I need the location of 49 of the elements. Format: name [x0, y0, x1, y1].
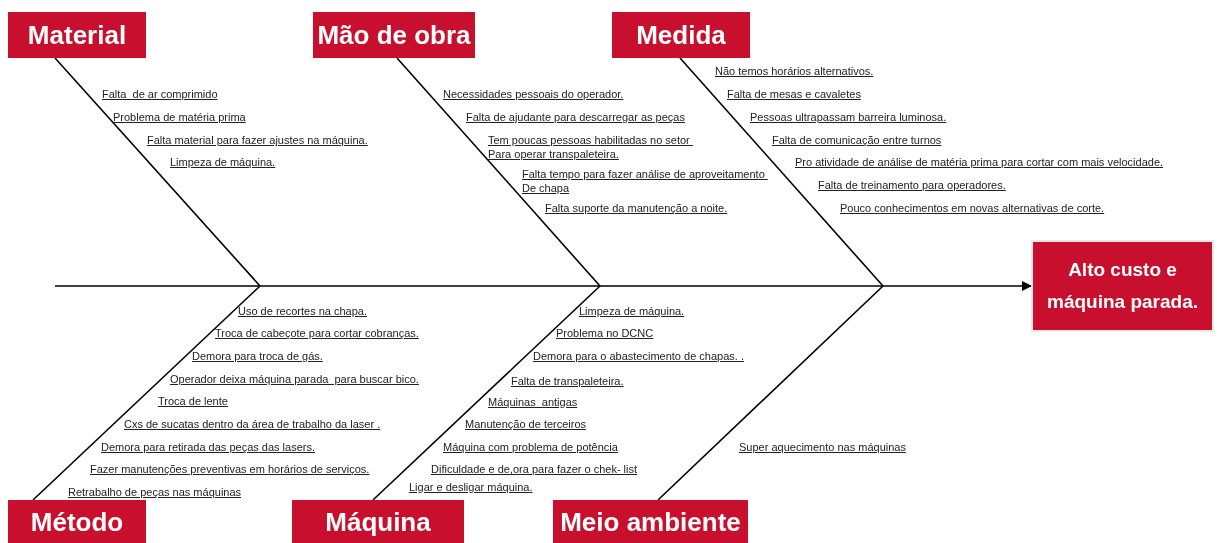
- cause-text: Não temos horários alternativos.: [715, 64, 874, 78]
- bone-line: [657, 285, 884, 501]
- bone-line: [372, 285, 601, 501]
- cause-text: Falta de mesas e cavaletes: [727, 87, 861, 101]
- bone-line: [396, 57, 601, 287]
- cause-text: Necessidades pessoais do operador.: [443, 87, 624, 101]
- bone-line: [54, 57, 261, 287]
- cause-text: Falta de treinamento para operadores.: [818, 178, 1006, 192]
- cause-text: Retrabalho de peças nas máquinas: [68, 485, 242, 499]
- cause-text: Máquinas antigas: [488, 395, 578, 409]
- category-box: Método: [8, 500, 146, 543]
- cause-text: Demora para retirada das peças das lasers.: [101, 440, 315, 454]
- cause-text: Operador deixa máquina parada para buscar bico.: [170, 372, 419, 386]
- cause-text: Super aquecimento nas máquinas: [739, 440, 906, 454]
- cause-text: Dificuldade e de,ora para fazer o chek- list: [431, 462, 638, 476]
- category-box: Meio ambiente: [553, 500, 748, 543]
- cause-text: Limpeza de máquina.: [579, 304, 685, 318]
- cause-text: Tem poucas pessoas habilitadas no setor Para operar transpaleteira.: [488, 133, 691, 161]
- cause-text: Manutenção de terceiros: [465, 417, 587, 431]
- category-box: Material: [8, 12, 146, 58]
- cause-text: Falta de comunicação entre turnos: [772, 133, 942, 147]
- cause-text: Demora para troca de gás.: [192, 349, 323, 363]
- cause-text: Ligar e desligar máquina.: [409, 480, 533, 494]
- cause-text: Demora para o abastecimento de chapas. .: [533, 349, 744, 363]
- cause-text: Limpeza de máquina.: [170, 155, 276, 169]
- cause-text: Pro atividade de análise de matéria prima para cortar com mais velocidade.: [795, 155, 1164, 169]
- cause-text: Problema de matéria prima: [113, 110, 246, 124]
- cause-text: Falta de ar comprimido: [102, 87, 218, 101]
- category-box: Máquina: [292, 500, 464, 543]
- cause-text: Pouco conhecimentos em novas alternativas de corte.: [840, 201, 1105, 215]
- bone-line: [679, 57, 884, 287]
- cause-text: Problema no DCNC: [556, 326, 654, 340]
- cause-text: Falta suporte da manutenção a noite.: [545, 201, 728, 215]
- cause-text: Troca de cabeçote para cortar cobranças.: [215, 326, 419, 340]
- category-box: Mão de obra: [313, 12, 475, 58]
- effect-box: Alto custo e máquina parada.: [1031, 240, 1214, 332]
- cause-text: Falta material para fazer ajustes na máquina.: [147, 133, 368, 147]
- cause-text: Máquina com problema de potência: [443, 440, 618, 454]
- cause-text: Falta de transpaleteira.: [511, 374, 624, 388]
- bone-line: [32, 285, 261, 501]
- category-box: Medida: [612, 12, 750, 58]
- cause-text: Uso de recortes na chapa.: [238, 304, 368, 318]
- cause-text: Fazer manutenções preventivas em horários de serviços.: [90, 462, 370, 476]
- cause-text: Troca de lente: [158, 394, 228, 408]
- cause-text: Falta de ajudante para descarregar as peças: [466, 110, 685, 124]
- spine-arrow: [54, 281, 1032, 291]
- cause-text: Cxs de sucatas dentro da área de trabalho da laser .: [124, 417, 381, 431]
- cause-text: Falta tempo para fazer análise de aproveitamento De chapa: [522, 167, 766, 195]
- cause-text: Pessoas ultrapassam barreira luminosa.: [750, 110, 947, 124]
